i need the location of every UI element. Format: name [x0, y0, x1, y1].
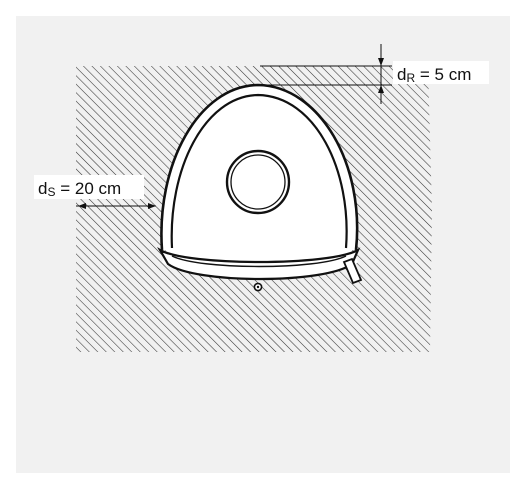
dimension-dr: dR = 5 cm [258, 44, 489, 104]
label-ds: dS = 20 cm [38, 179, 121, 199]
device-inner-shell [170, 93, 348, 249]
sensor-circle-inner [230, 154, 286, 210]
sensor-circle-outer [225, 149, 291, 215]
device-handle [342, 257, 363, 285]
label-dr: dR = 5 cm [397, 65, 471, 85]
robot-device [157, 83, 363, 292]
dimension-ds: dS = 20 cm [34, 175, 156, 209]
